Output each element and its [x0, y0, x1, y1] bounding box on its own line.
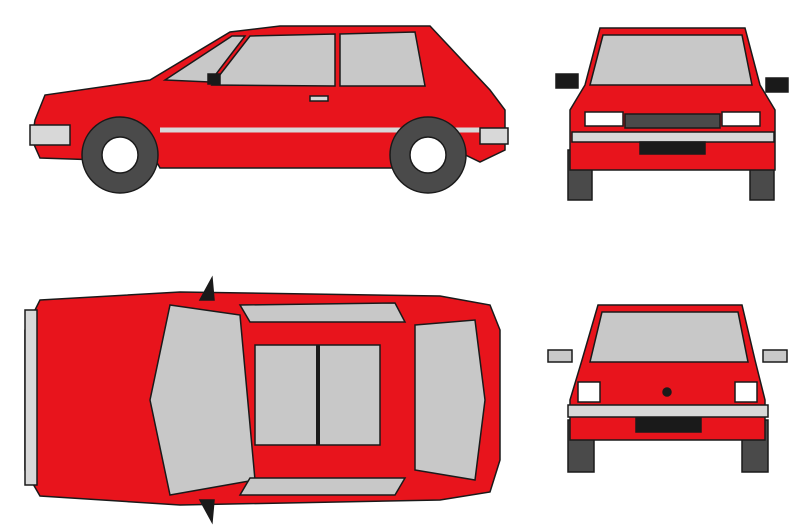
- front-bumper: [571, 131, 775, 143]
- rear-mirror-left: [547, 349, 573, 363]
- rear-taillight-left: [577, 381, 601, 403]
- front-headlight-right: [721, 111, 761, 127]
- rear-mirror-right: [762, 349, 788, 363]
- top-side-window-left: [238, 302, 407, 323]
- top-windshield: [149, 304, 256, 496]
- rear-bumper: [567, 404, 769, 418]
- side-window-door: [210, 33, 336, 87]
- rear-window: [589, 311, 749, 363]
- top-view: [24, 275, 501, 525]
- side-view: [29, 25, 509, 194]
- side-door-handle: [309, 95, 329, 102]
- side-window-front: [162, 35, 247, 83]
- side-window-rear: [339, 31, 426, 87]
- side-front-bumper: [29, 124, 71, 146]
- side-rear-bumper: [479, 127, 509, 145]
- top-mirror-right: [198, 499, 215, 525]
- top-rear-window: [414, 319, 486, 481]
- front-plate: [639, 141, 706, 155]
- side-front-hub: [101, 136, 139, 174]
- top-side-window-right: [238, 477, 407, 496]
- rear-emblem: [662, 387, 672, 397]
- top-front-bumper: [24, 309, 38, 486]
- rear-plate: [635, 417, 702, 433]
- top-mirror-left: [198, 275, 215, 301]
- side-rear-hub: [409, 136, 447, 174]
- front-mirror-right: [765, 77, 789, 93]
- front-windshield: [589, 34, 753, 86]
- front-mirror-left: [555, 73, 579, 89]
- rear-view: [547, 304, 788, 473]
- front-view: [555, 27, 789, 201]
- side-mirror: [207, 73, 221, 85]
- front-headlight-left: [584, 111, 624, 127]
- front-grille: [624, 113, 721, 129]
- rear-taillight-right: [734, 381, 758, 403]
